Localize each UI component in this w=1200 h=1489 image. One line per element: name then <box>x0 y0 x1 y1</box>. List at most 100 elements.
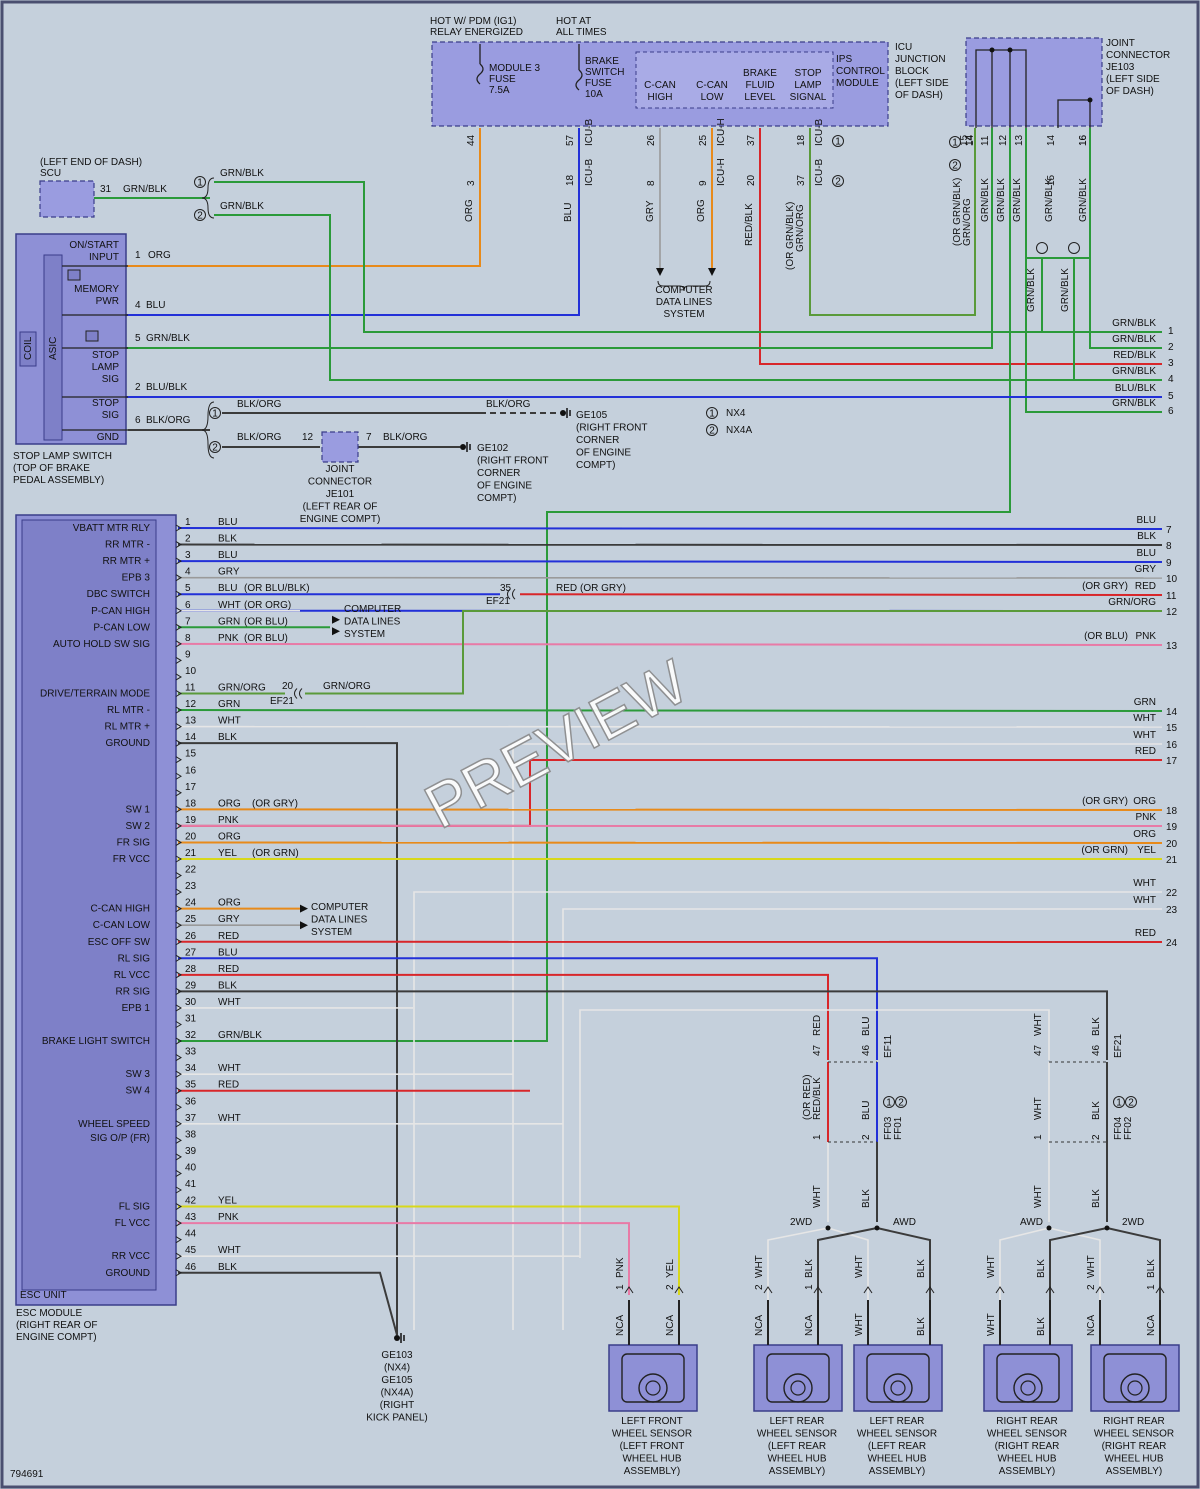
ge102-label: OF ENGINE <box>477 481 532 492</box>
esc-signal-label: GROUND <box>106 738 150 749</box>
branch <box>817 1227 878 1300</box>
split-label: AWD <box>1020 1217 1043 1228</box>
scu-module <box>39 180 95 218</box>
arrow-down-icon <box>708 268 716 276</box>
esc-wire-alt: (OR BLU) <box>244 616 288 627</box>
right-row-number: 21 <box>1166 855 1178 866</box>
esc-pin-icon <box>175 1087 182 1095</box>
wire-org-onstart <box>64 128 481 267</box>
wheel-sensor-label: WHEEL SENSOR <box>757 1429 837 1440</box>
esc-pin-icon <box>175 805 182 813</box>
wire-esc-1 <box>177 527 1163 530</box>
esc-pin-number: 41 <box>185 1179 197 1190</box>
splice-dot <box>989 47 995 53</box>
esc-pin-number: 22 <box>185 865 197 876</box>
esc-pin-icon <box>175 1153 182 1161</box>
je103-label: JOINT <box>1106 38 1135 49</box>
fuse-brake-switch-label: 10A <box>585 89 603 100</box>
esc-unit <box>21 519 157 1291</box>
harness-ff: FF02 <box>1123 1116 1134 1140</box>
callout-number: 1 <box>212 409 218 420</box>
esc-pin-icon <box>175 971 182 979</box>
sensor-wire-color: WHT <box>754 1255 765 1278</box>
esc-pin-icon <box>175 541 182 548</box>
esc-pin-icon <box>175 839 182 846</box>
esc-pin-number: 36 <box>185 1096 197 1107</box>
esc-signal-label: ESC OFF SW <box>88 937 151 948</box>
ips-control-module <box>635 51 834 109</box>
icu-connector-label: ICU-B <box>584 158 595 186</box>
wheel-sensor-label: ASSEMBLY) <box>999 1466 1056 1477</box>
wheel-sensor-label: WHEEL HUB <box>767 1454 826 1465</box>
esc-pin-number: 43 <box>185 1212 197 1223</box>
wire-esc-27 <box>178 957 878 1060</box>
harness-pin: 2 <box>861 1134 872 1140</box>
harness-color: BLK <box>1091 1101 1102 1120</box>
callout-circle <box>209 441 221 453</box>
wheel-sensor-label: WHEEL HUB <box>622 1454 681 1465</box>
wheel-sensor-label: (RIGHT REAR <box>995 1441 1060 1452</box>
esc-signal-label: SW 1 <box>126 804 151 815</box>
esc-pin-icon <box>175 1021 182 1028</box>
sensor-pin: 2 <box>1086 1284 1097 1290</box>
sensor-terminal: NCA <box>615 1315 626 1336</box>
esc-signal-label: WHEEL SPEED <box>78 1119 150 1130</box>
esc-wire-color: GRN <box>218 616 240 627</box>
right-wire-color: WHT <box>1133 713 1156 724</box>
splice-dot <box>1087 97 1093 103</box>
esc-pin-number: 6 <box>185 600 191 611</box>
mid-pin-number: 9 <box>698 180 709 186</box>
harness-pin: 2 <box>1091 1134 1102 1140</box>
callout-circle <box>194 209 206 221</box>
esc-pin-icon <box>175 1252 182 1260</box>
right-wire-color: GRN/BLK <box>1112 398 1156 409</box>
sensor-wire-color: YEL <box>665 1259 676 1278</box>
esc-pin-icon <box>175 739 182 747</box>
callout-circle <box>895 1096 907 1108</box>
harness-color: RED <box>812 1015 823 1036</box>
sensor-pin: 2 <box>665 1284 676 1290</box>
je103-color: GRN/BLK <box>1078 178 1089 222</box>
harness-color: WHT <box>1033 1097 1044 1120</box>
ge103-label: KICK PANEL) <box>366 1413 428 1424</box>
right-row-number: 12 <box>1166 607 1178 618</box>
right-wire-color: ORG <box>1133 796 1156 807</box>
esc-wire-color: GRY <box>218 567 240 578</box>
esc-pin-icon <box>175 1004 182 1012</box>
right-row-number: 2 <box>1168 342 1174 353</box>
branch <box>827 1227 869 1300</box>
esc-pin-number: 14 <box>185 732 197 743</box>
sensor-wire-color: BLK <box>1036 1259 1047 1278</box>
esc-wire-alt: (OR GRY) <box>252 798 298 809</box>
esc-signal-label: SW 3 <box>126 1069 151 1080</box>
wheel-sensor-label: WHEEL HUB <box>1104 1454 1163 1465</box>
stop-lamp-wire-color: ORG <box>148 250 171 261</box>
right-wire-color: BLK <box>1137 531 1156 542</box>
sensor-terminal: BLK <box>1036 1317 1047 1336</box>
esc-caption: ENGINE COMPT) <box>16 1332 97 1343</box>
je103-pin: 14 <box>1046 134 1057 146</box>
wire-grnblk-6 <box>1025 258 1162 413</box>
esc-pin-icon <box>175 789 182 797</box>
esc-signal-label: SW 2 <box>126 821 151 832</box>
callout-number: 1 <box>1116 1098 1122 1109</box>
esc-signal-label: FL SIG <box>119 1202 151 1213</box>
fuse-module3-label: 7.5A <box>489 85 510 96</box>
ge105-label: (RIGHT FRONT <box>576 423 647 434</box>
harness-pin: 47 <box>812 1044 823 1056</box>
esc-pin-number: 15 <box>185 749 197 760</box>
wheel-sensor-label: WHEEL HUB <box>997 1454 1056 1465</box>
esc-pin-icon <box>175 855 182 863</box>
gnd-wire-color: BLK/ORG <box>486 399 531 410</box>
stop-lamp-caption: (TOP OF BRAKE <box>13 463 90 474</box>
wire-color-label: (OR GRN/BLK) <box>785 202 796 270</box>
callout-number: 2 <box>898 1098 904 1109</box>
hot-always-label: HOT AT <box>556 16 591 27</box>
wheel-sensor-label: (LEFT FRONT <box>620 1441 685 1452</box>
je103-label: CONNECTOR <box>1106 50 1170 61</box>
wire-color-label: RED/BLK <box>744 203 755 246</box>
esc-signal-label: DBC SWITCH <box>87 589 150 600</box>
esc-pin-icon <box>175 1136 182 1144</box>
fuse-module3-label: MODULE 3 <box>489 63 541 74</box>
